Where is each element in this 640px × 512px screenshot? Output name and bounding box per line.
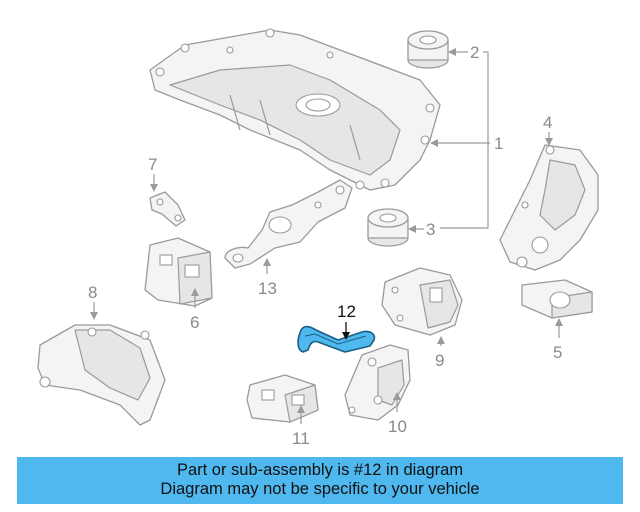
callout-7: 7 — [148, 155, 158, 192]
part-11-mount[interactable] — [246, 374, 319, 423]
part-8-support[interactable] — [37, 324, 166, 426]
callout-9-label: 9 — [435, 351, 444, 370]
parts-diagram: 1 2 3 4 — [37, 28, 599, 448]
callout-5-label: 5 — [553, 343, 562, 362]
callout-13: 13 — [258, 258, 277, 298]
banner-line-2: Diagram may not be specific to your vehi… — [160, 480, 480, 498]
callout-6: 6 — [190, 288, 199, 332]
callout-12: 12 — [337, 302, 356, 340]
part-7-bracket[interactable] — [149, 191, 186, 227]
part-4-bracket[interactable] — [499, 144, 599, 271]
banner-line-1: Part or sub-assembly is #12 in diagram — [176, 461, 464, 479]
callout-11-label: 11 — [292, 429, 310, 448]
callout-4-label: 4 — [543, 113, 552, 132]
callout-13-label: 13 — [258, 279, 277, 298]
part-10-bracket[interactable] — [344, 344, 411, 421]
info-banner: Part or sub-assembly is #12 in diagram D… — [17, 457, 623, 504]
callout-1: 1 — [430, 134, 503, 153]
part-2-bushing[interactable] — [407, 30, 449, 69]
callout-12-label: 12 — [337, 302, 356, 321]
part-5-mount[interactable] — [521, 279, 593, 319]
callout-3: 3 — [408, 220, 435, 239]
callout-7-label: 7 — [148, 155, 157, 174]
callout-4: 4 — [543, 113, 553, 146]
callout-10: 10 — [388, 392, 407, 436]
part-13-torque-arm[interactable] — [224, 179, 353, 269]
callout-8: 8 — [88, 283, 98, 320]
part-1-subframe[interactable] — [149, 28, 441, 191]
callout-8-label: 8 — [88, 283, 97, 302]
callout-9: 9 — [435, 336, 445, 370]
callout-5: 5 — [553, 318, 563, 362]
callout-2-label: 2 — [470, 43, 479, 62]
part-9-mount[interactable] — [381, 267, 463, 336]
part-6-mount[interactable] — [144, 237, 213, 307]
callout-6-label: 6 — [190, 313, 199, 332]
part-12-torque-rod[interactable] — [297, 325, 376, 353]
callout-11: 11 — [292, 405, 310, 448]
callout-1-label: 1 — [494, 134, 503, 153]
callout-10-label: 10 — [388, 417, 407, 436]
part-3-bushing[interactable] — [367, 208, 409, 247]
callout-3-label: 3 — [426, 220, 435, 239]
callout-2: 2 — [440, 43, 489, 229]
